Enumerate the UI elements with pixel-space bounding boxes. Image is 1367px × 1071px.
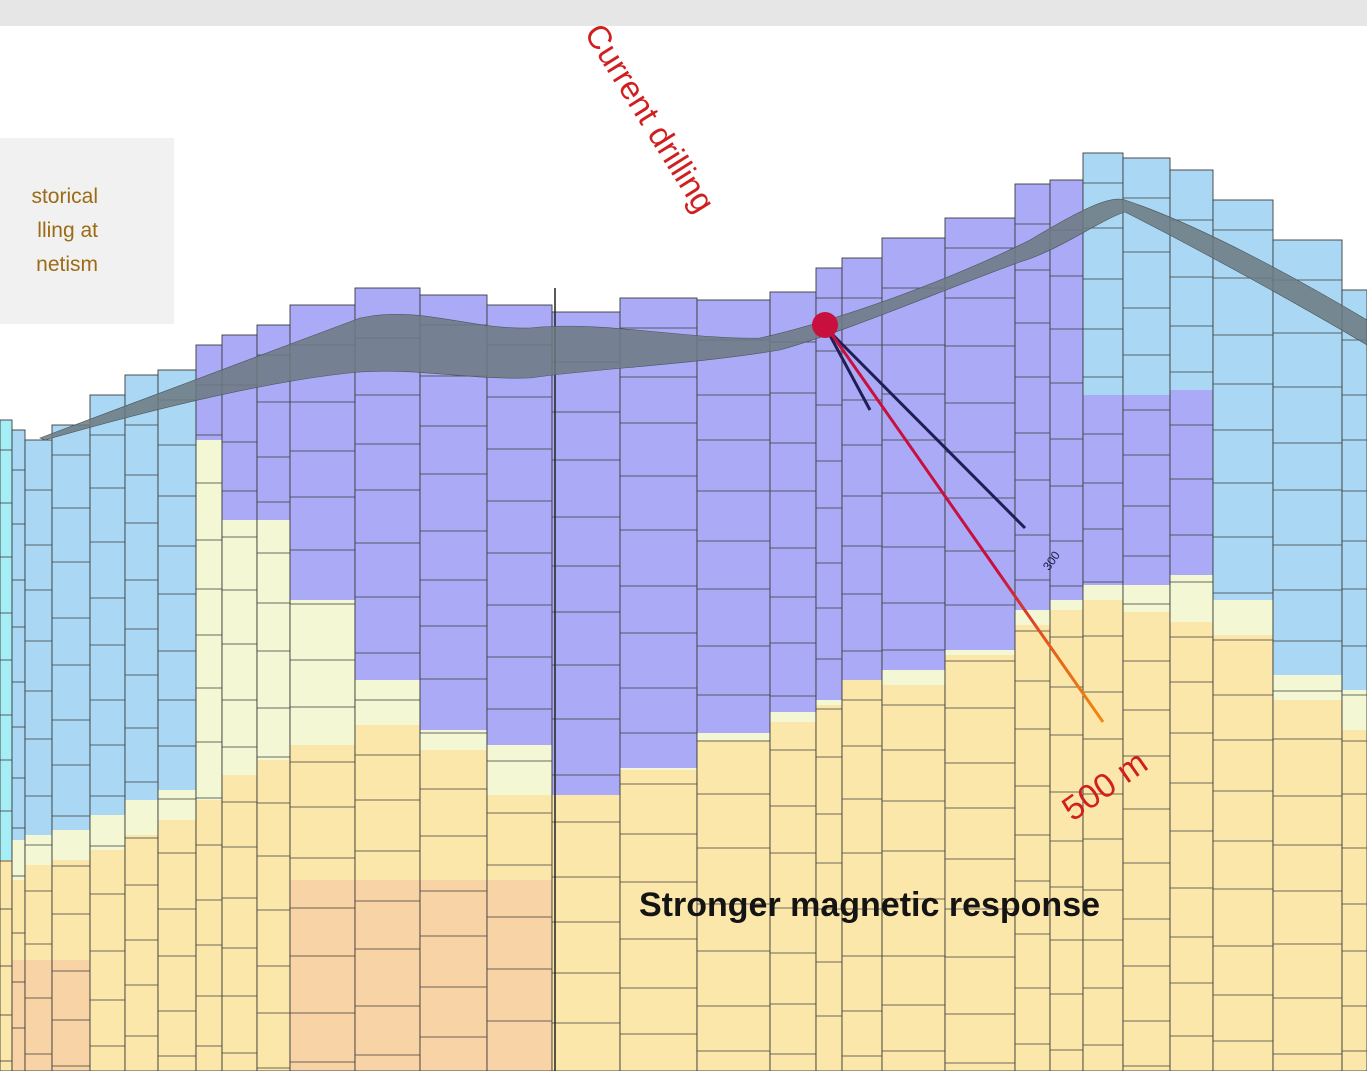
model-band (882, 670, 945, 685)
model-band (125, 835, 158, 1071)
model-band (945, 650, 1015, 655)
model-band (1123, 158, 1170, 395)
model-band (1015, 610, 1050, 625)
model-band (52, 425, 90, 830)
model-band (1213, 600, 1273, 635)
model-band (770, 712, 816, 722)
topographic-surface (39, 198, 1367, 441)
model-band (816, 705, 842, 1071)
model-band (1050, 610, 1083, 1071)
model-band (158, 820, 196, 1071)
model-band (12, 430, 25, 840)
model-band (257, 520, 290, 760)
model-band (882, 685, 945, 1071)
model-columns (0, 152, 1367, 1071)
model-band (420, 880, 487, 1071)
model-band (1050, 600, 1083, 610)
model-band (842, 680, 882, 1071)
model-band (842, 258, 882, 680)
model-band (1342, 290, 1367, 690)
model-band (52, 830, 90, 860)
historical-hole-300 (824, 326, 1027, 530)
stronger-magnetic-response-label: Stronger magnetic response (639, 886, 1101, 924)
model-band (945, 655, 1015, 1071)
top-bar (0, 0, 1367, 26)
model-band (1170, 575, 1213, 622)
model-band (25, 960, 52, 1071)
model-band (1342, 690, 1367, 730)
model-band (158, 790, 196, 820)
model-band (12, 960, 25, 1071)
model-band (52, 960, 90, 1071)
model-band (620, 770, 697, 1071)
model-band (1170, 622, 1213, 1071)
model-band (816, 700, 842, 705)
model-band (770, 722, 816, 1071)
model-band (125, 375, 158, 800)
model-band (1170, 390, 1213, 575)
model-band (222, 520, 257, 775)
model-band (1123, 585, 1170, 612)
model-band (196, 440, 222, 800)
model-band (90, 395, 125, 815)
model-band (196, 800, 222, 1071)
model-band (1273, 700, 1342, 1071)
note-line-3: netism (36, 253, 98, 276)
model-band (0, 860, 12, 1071)
model-band (620, 298, 697, 768)
model-band (222, 775, 257, 1071)
model-band (355, 680, 420, 725)
model-band (1342, 730, 1367, 1071)
model-band (1123, 612, 1170, 1071)
model-band (620, 768, 697, 770)
drill-collar-marker (812, 312, 838, 338)
model-band (697, 733, 770, 740)
model-band (90, 850, 125, 1071)
model-band (487, 880, 552, 1071)
model-band (1083, 153, 1123, 395)
model-band (125, 800, 158, 835)
model-band (90, 815, 125, 850)
model-band (25, 835, 52, 865)
model-band (1273, 675, 1342, 700)
model-band (420, 730, 487, 750)
current-drill-hole (824, 325, 1105, 723)
model-band (1123, 395, 1170, 585)
model-band (355, 880, 420, 1071)
historical-drilling-note: storical lling at netism (0, 138, 174, 324)
model-band (552, 312, 620, 795)
model-band (290, 880, 355, 1071)
model-band (12, 840, 25, 880)
model-band (1050, 180, 1083, 600)
model-band (0, 420, 12, 860)
model-band (1083, 600, 1123, 1071)
model-band (1083, 585, 1123, 600)
note-line-1: storical (31, 185, 98, 208)
model-band (25, 440, 52, 835)
model-band (1083, 395, 1123, 585)
model-band (487, 745, 552, 795)
model-band (290, 600, 355, 745)
model-band (770, 292, 816, 712)
model-column (1341, 289, 1367, 1071)
model-band (1170, 170, 1213, 390)
model-band (1213, 635, 1273, 1071)
historical-hole-short (824, 327, 872, 411)
model-band (552, 795, 620, 1071)
model-band (697, 300, 770, 733)
model-band (158, 370, 196, 790)
model-band (697, 740, 770, 1071)
model-band (257, 760, 290, 1071)
note-line-2: lling at (37, 219, 98, 242)
drill-holes (824, 325, 1105, 723)
model-band (1015, 625, 1050, 1071)
